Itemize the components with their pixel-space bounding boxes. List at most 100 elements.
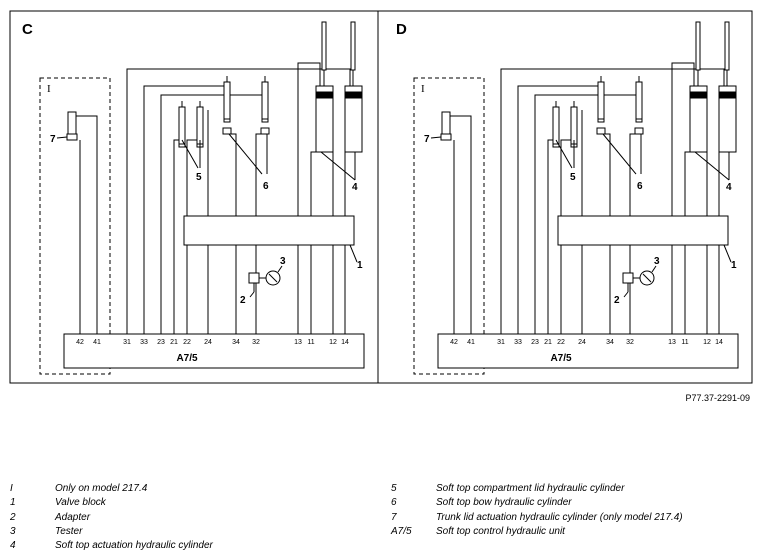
legend-text: Valve block	[55, 497, 106, 509]
control-unit-a7-5	[63, 333, 365, 369]
legend-row: I Only on model 217.4	[10, 482, 213, 496]
pin-label-33: 33	[514, 339, 522, 346]
pin-label-41: 41	[93, 339, 101, 346]
panel-letter: C	[22, 21, 33, 38]
legend-left: I Only on model 217.4 1 Valve block 2 Adapt…	[10, 482, 213, 553]
line-31	[126, 68, 351, 334]
legend-row: 1 Valve block	[10, 496, 213, 510]
legend-key: 1	[10, 497, 16, 509]
legend-key: 5	[391, 483, 397, 494]
pin-label-13: 13	[294, 339, 302, 346]
actuation-cylinder-right-rod-body	[350, 21, 356, 71]
actuation-cylinder-left-rod-body	[321, 21, 327, 71]
leader-1	[723, 244, 732, 263]
legend-text: Trunk lid actuation hydraulic cylinder (…	[436, 511, 683, 523]
pin-label-23: 23	[157, 339, 165, 346]
legend-key: 2	[10, 511, 16, 523]
line-13	[297, 62, 321, 334]
pin-label-22: 22	[183, 339, 191, 346]
pin-label-34: 34	[232, 339, 240, 346]
leader-7	[56, 136, 68, 139]
pin-label-31: 31	[497, 339, 505, 346]
legend-text: Soft top control hydraulic unit	[436, 525, 565, 537]
line-33	[143, 85, 227, 334]
legend-text: Soft top bow hydraulic cylinder	[436, 497, 572, 509]
leader-2	[623, 291, 629, 298]
pin-label-22: 22	[557, 339, 565, 346]
leader-3	[277, 265, 283, 273]
leader-5	[181, 139, 199, 169]
leader-7	[430, 136, 442, 139]
label-5: 5	[570, 172, 576, 183]
control-unit-a7-5	[437, 333, 739, 369]
label-4: 4	[352, 182, 358, 193]
line-21	[547, 139, 556, 334]
pin-label-31: 31	[123, 339, 131, 346]
legend-key: 6	[391, 497, 397, 509]
leader-2	[249, 291, 255, 298]
pin-label-12: 12	[329, 339, 337, 346]
actuation-cylinder-left-rod-body	[695, 21, 701, 71]
leader-4	[320, 151, 356, 181]
bow-cylinder-right	[635, 81, 643, 123]
pin-label-13: 13	[668, 339, 676, 346]
label-6: 6	[263, 181, 269, 192]
diagram-frame	[9, 10, 753, 384]
bow-cylinder-left-mount	[596, 127, 606, 135]
legend-text: Soft top compartment lid hydraulic cylin…	[436, 483, 625, 494]
pin-label-32: 32	[626, 339, 634, 346]
legend-text: Only on model 217.4	[55, 483, 148, 494]
valve-block	[557, 215, 729, 246]
actuation-cylinder-right-rod-body	[724, 21, 730, 71]
pin-label-14: 14	[341, 339, 349, 346]
pin-label-32: 32	[252, 339, 260, 346]
panel-letter: D	[396, 21, 407, 38]
line-13	[671, 62, 695, 334]
pin-label-12: 12	[703, 339, 711, 346]
leader-6	[602, 133, 637, 175]
pin-label-14: 14	[715, 339, 723, 346]
legend-key: 4	[10, 540, 16, 552]
pin-label-23: 23	[531, 339, 539, 346]
legend-row: 3 Tester	[10, 525, 213, 539]
leader-3	[651, 265, 657, 273]
pin-label-24: 24	[204, 339, 212, 346]
line-23	[534, 94, 639, 334]
legend-text: Adapter	[55, 511, 91, 523]
line-23	[160, 94, 265, 334]
pin-label-24: 24	[578, 339, 586, 346]
leader-5	[555, 139, 573, 169]
legend-key: 3	[10, 525, 16, 537]
line-41	[446, 115, 472, 334]
legend-row: 2 Adapter	[10, 511, 213, 525]
label-7: 7	[50, 134, 56, 145]
legend-key: I	[10, 483, 13, 494]
label-5: 5	[196, 172, 202, 183]
actuation-cylinder-right-piston	[718, 91, 737, 99]
pin-label-41: 41	[467, 339, 475, 346]
bow-cylinder-left	[223, 81, 231, 123]
label-4: 4	[726, 182, 732, 193]
adapter	[622, 272, 634, 284]
line-21	[173, 139, 182, 334]
leader-6	[228, 133, 263, 175]
label-2: 2	[240, 295, 246, 306]
actuation-cylinder-left-piston	[689, 91, 708, 99]
line-33	[517, 85, 601, 334]
figure-reference: P77.37-2291-09	[685, 393, 750, 403]
legend-row: 5 Soft top compartment lid hydraulic cyli…	[391, 482, 683, 496]
tester-needle	[642, 273, 652, 283]
pin-label-42: 42	[450, 339, 458, 346]
compartment-lid-cylinder-left	[552, 106, 560, 148]
pin-label-11: 11	[681, 339, 688, 346]
line-22	[560, 139, 574, 334]
bow-cylinder-right	[261, 81, 269, 123]
legend-text: Tester	[55, 525, 83, 537]
compartment-lid-cylinder-left	[178, 106, 186, 148]
